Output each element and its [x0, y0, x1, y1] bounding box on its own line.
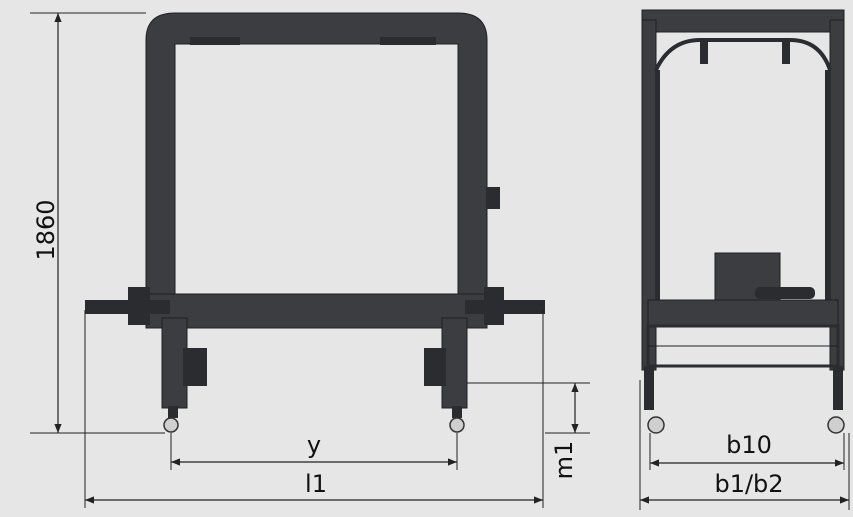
side-leg-left — [644, 366, 654, 410]
dim-b10: b10 — [649, 431, 845, 470]
front-leg-left — [161, 317, 188, 409]
side-rail-right — [825, 70, 830, 310]
dim-m1: m1 — [467, 382, 590, 480]
dim-l1-label: l1 — [305, 470, 327, 498]
front-side-box — [486, 187, 500, 209]
dim-b1-b2-label: b1/b2 — [714, 470, 783, 498]
side-caster-right — [827, 416, 845, 434]
dim-y-label: y — [307, 431, 321, 459]
dim-height-label: 1860 — [32, 199, 60, 260]
dim-b1-b2: b1/b2 — [639, 380, 850, 510]
front-top-arch — [145, 12, 488, 301]
front-leg-right — [441, 317, 468, 409]
front-leg-right-bracket — [424, 348, 446, 386]
front-caster-right-stem — [452, 406, 462, 418]
side-top-bar — [641, 9, 845, 33]
dim-m1-label: m1 — [550, 441, 578, 480]
side-leg-right — [833, 366, 843, 410]
front-caster-left — [163, 417, 179, 433]
side-rail-left — [655, 70, 660, 310]
side-top-hook-left — [700, 40, 708, 64]
side-caster-left — [647, 416, 665, 434]
front-caster-right — [449, 417, 465, 433]
dim-l1: l1 — [84, 310, 544, 508]
side-cylinder — [755, 287, 815, 299]
front-top-bracket-left — [190, 37, 240, 45]
side-base-upper — [647, 299, 839, 327]
dim-b10-label: b10 — [726, 431, 772, 459]
front-caster-left-stem — [168, 406, 178, 418]
side-top-hook-right — [782, 40, 790, 64]
side-view — [641, 9, 845, 434]
dim-y: y — [170, 431, 458, 470]
dim-height: 1860 — [30, 12, 165, 434]
side-inner-arch — [654, 38, 832, 71]
front-top-bracket-right — [380, 37, 436, 45]
front-clamp-left — [128, 287, 150, 325]
front-side-rail-left — [85, 300, 170, 314]
front-leg-left-bracket — [183, 348, 207, 386]
front-view — [85, 12, 545, 433]
front-side-rail-right — [465, 300, 545, 314]
front-clamp-right — [484, 287, 504, 325]
front-crossbar — [145, 293, 488, 329]
